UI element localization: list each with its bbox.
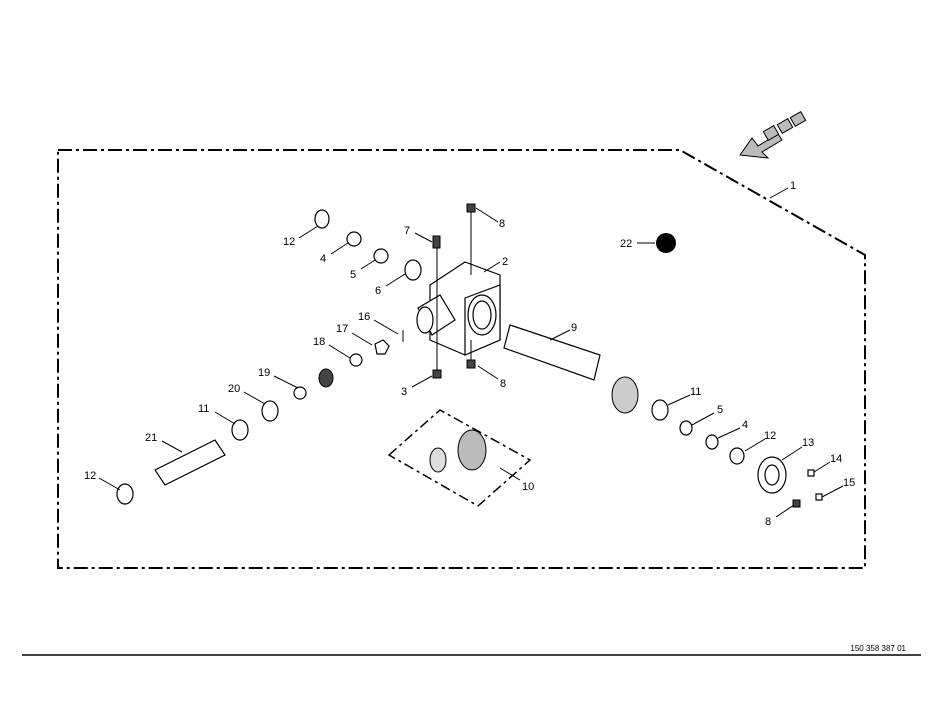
assembly-boundary — [57, 149, 866, 569]
bearing — [261, 400, 279, 422]
callout-17: 17 — [336, 323, 348, 335]
callout-14: 14 — [830, 453, 842, 465]
callout-9: 9 — [571, 322, 577, 334]
plugs — [432, 203, 476, 379]
callout-15: 15 — [843, 477, 855, 489]
kit-pinion — [429, 447, 447, 473]
callout-21: 21 — [145, 432, 157, 444]
callout-11: 11 — [690, 386, 701, 398]
callout-12: 12 — [764, 430, 776, 442]
callout-18: 18 — [313, 336, 325, 348]
ring — [293, 386, 307, 400]
gearbox-housing — [416, 212, 501, 372]
circlip — [679, 420, 693, 436]
seal — [314, 209, 330, 229]
callout-13: 13 — [802, 437, 814, 449]
plug — [792, 499, 801, 508]
screw — [815, 493, 823, 501]
shim — [373, 248, 389, 264]
callout-labels: 1 8 22 12 7 4 2 5 6 16 17 9 18 19 3 8 11… — [84, 180, 855, 528]
drawing-number: 150 358 387 01 — [850, 644, 906, 653]
callout-6: 6 — [375, 285, 381, 297]
seal — [729, 447, 745, 465]
callout-4: 4 — [320, 253, 326, 265]
shim — [705, 434, 719, 450]
callout-20: 20 — [228, 383, 240, 395]
gear-kit-boundary — [387, 409, 532, 507]
callout-8: 8 — [500, 378, 506, 390]
callout-4: 4 — [742, 419, 748, 431]
callout-12: 12 — [283, 236, 295, 248]
input-shaft — [154, 439, 226, 486]
output-shaft — [503, 324, 601, 381]
callout-11: 11 — [198, 403, 209, 415]
callout-8: 8 — [765, 516, 771, 528]
screw — [807, 469, 815, 477]
seal — [116, 483, 134, 505]
callout-5: 5 — [350, 269, 356, 281]
kit-gear — [457, 429, 487, 471]
callout-3: 3 — [401, 386, 407, 398]
callout-10: 10 — [522, 481, 534, 493]
callout-7: 7 — [404, 225, 410, 237]
bevel-gear — [611, 376, 639, 414]
item-22-marker — [656, 233, 676, 253]
circlip — [346, 231, 362, 247]
nut — [374, 339, 390, 355]
callout-8: 8 — [499, 218, 505, 230]
callout-2: 2 — [502, 256, 508, 268]
callout-19: 19 — [258, 367, 270, 379]
callout-12: 12 — [84, 470, 96, 482]
callout-22: 22 — [620, 238, 632, 250]
bearing — [404, 259, 422, 281]
callout-16: 16 — [358, 311, 370, 323]
callout-5: 5 — [717, 404, 723, 416]
callout-1: 1 — [790, 180, 796, 192]
bearing — [231, 419, 249, 441]
bearing — [651, 399, 669, 421]
view-direction-arrow-icon — [739, 110, 807, 159]
leader-lines — [98, 187, 844, 518]
ring — [349, 353, 363, 367]
cover-inner — [764, 464, 780, 486]
pinion-gear — [318, 368, 334, 388]
